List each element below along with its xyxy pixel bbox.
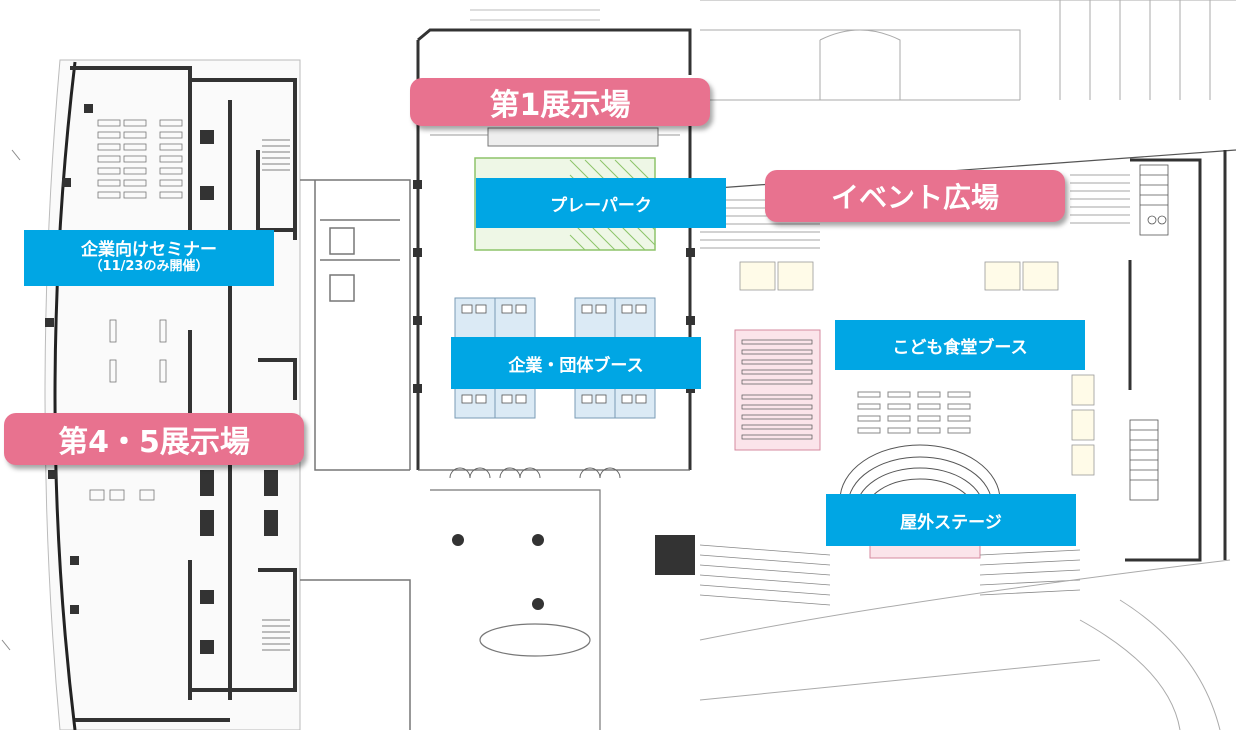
outdoor-stage-label: 屋外ステージ: [826, 494, 1076, 546]
hall1-doors: [449, 467, 621, 479]
booth-label: 企業・団体ブース: [451, 337, 701, 389]
seminar-label: 企業向けセミナー （11/23のみ開催）: [24, 230, 274, 286]
hall45-columns: [45, 104, 278, 654]
corridor: [300, 179, 411, 730]
right-stairs: [1129, 164, 1169, 501]
plaza-backdrop: [700, 0, 1236, 101]
hall45-label: 第4・5展示場: [4, 413, 304, 465]
kids-cafeteria-area: [734, 329, 821, 451]
hall45-backdrop: [1, 59, 301, 730]
stairs: [262, 139, 290, 651]
right-building: [1125, 150, 1227, 562]
plaza-benches: [857, 391, 971, 434]
entrance-lobby: [430, 489, 695, 730]
booth-tables: [461, 304, 647, 404]
seminar-seats: [89, 119, 183, 501]
lower-curves: [699, 559, 1231, 730]
tent-booths: [739, 261, 1095, 476]
event-plaza-label: イベント広場: [765, 170, 1065, 222]
play-park-label: プレーパーク: [476, 178, 726, 228]
seminar-title: 企業向けセミナー: [81, 239, 217, 260]
kids-cafeteria-label: こども食堂ブース: [835, 320, 1085, 370]
seminar-date-note: （11/23のみ開催）: [89, 259, 209, 275]
hall1-label: 第1展示場: [410, 78, 710, 126]
